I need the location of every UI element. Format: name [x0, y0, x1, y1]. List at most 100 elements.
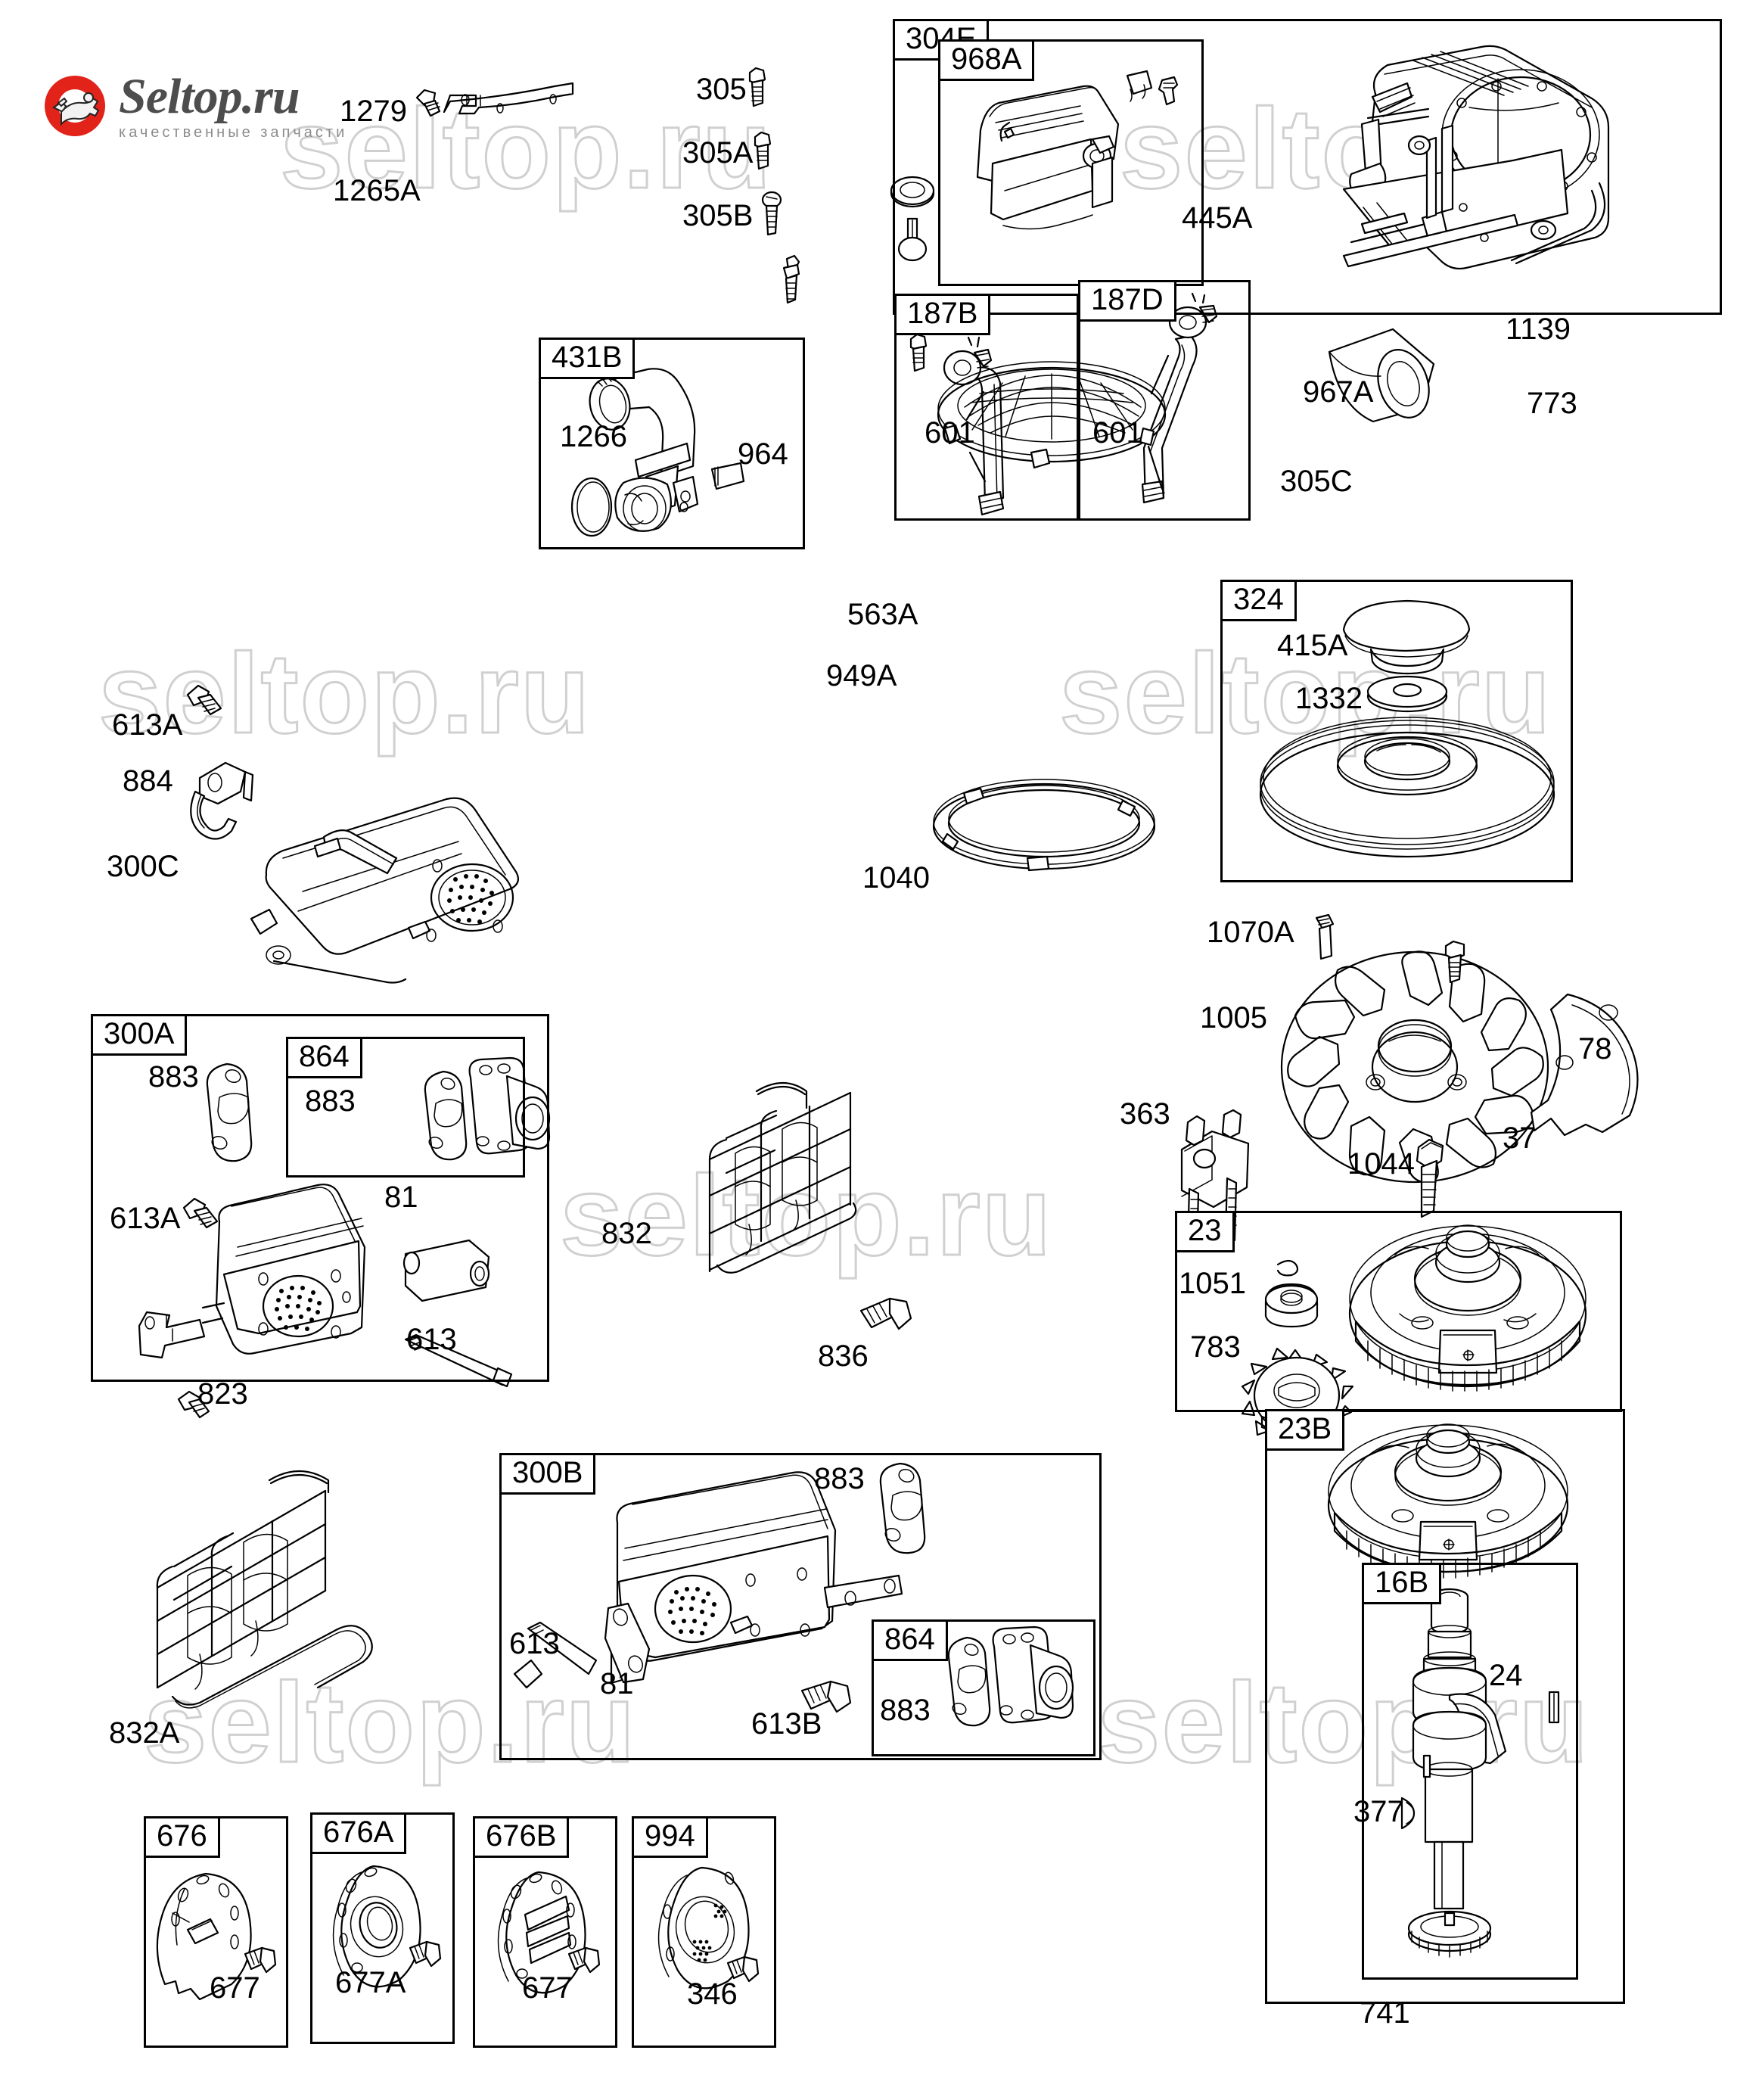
group-tag-676b: 676B: [473, 1816, 570, 1858]
cover-676b-art: [492, 1868, 598, 2004]
callout-305b: 305B: [682, 199, 754, 232]
callout-601-b: 601: [925, 416, 975, 450]
callout-613-2: 613: [509, 1627, 560, 1660]
washer-1332-art: [1366, 675, 1449, 714]
callout-300c: 300C: [107, 850, 179, 883]
group-tag-864-a: 864: [286, 1037, 362, 1078]
group-tag-23: 23: [1175, 1211, 1235, 1252]
callout-78: 78: [1578, 1032, 1612, 1066]
callout-1279: 1279: [340, 95, 407, 128]
group-tag-187b: 187B: [894, 294, 991, 335]
ring-1040-art: [931, 779, 1158, 878]
group-box-300b: 300B: [499, 1453, 1102, 1760]
cover-676-art: [156, 1869, 266, 2005]
pulley-324-art: [1256, 711, 1559, 863]
callout-601-d: 601: [1092, 416, 1143, 450]
plug-773-art: [891, 216, 935, 262]
callout-24: 24: [1489, 1659, 1523, 1692]
group-box-187b: 187B: [894, 294, 1079, 521]
group-box-23: 23: [1175, 1211, 1622, 1412]
screw-677-art: [242, 1943, 287, 1977]
adapter-864-b-art: [984, 1626, 1082, 1739]
callout-883-2: 883: [305, 1084, 356, 1118]
flywheel-23-art: [1347, 1224, 1589, 1400]
callout-783: 783: [1190, 1330, 1241, 1364]
gasket-883-b-art: [409, 1069, 484, 1162]
callout-363: 363: [1120, 1097, 1170, 1131]
crankshaft-16b-art: [1407, 1582, 1543, 1968]
stud-613-b-art: [508, 1619, 607, 1689]
callout-1044: 1044: [1347, 1147, 1415, 1181]
callout-823: 823: [197, 1377, 248, 1411]
bolt-78-art: [1441, 938, 1472, 991]
callout-967a: 967A: [1303, 375, 1374, 409]
callout-949a: 949A: [826, 659, 897, 692]
callout-773: 773: [1527, 387, 1577, 420]
callout-305a: 305A: [682, 136, 754, 170]
shield-37-art: [1498, 991, 1642, 1143]
callout-305: 305: [696, 73, 747, 106]
callout-81-2: 81: [600, 1667, 634, 1700]
bolt-1044-art: [1411, 1135, 1449, 1218]
screw-1279-art: [412, 87, 446, 122]
screw-613a-mid-art: [178, 1196, 234, 1234]
gasket-883-c-art: [864, 1459, 947, 1557]
spacer-81-b-art: [592, 1601, 667, 1684]
gasket-883-a-art: [189, 1059, 272, 1165]
callout-1139: 1139: [1506, 313, 1571, 346]
group-tag-431b: 431B: [539, 338, 636, 379]
pulley-cap-415a-art: [1338, 595, 1474, 678]
group-tag-676a: 676A: [310, 1812, 407, 1854]
callout-377: 377: [1353, 1795, 1404, 1828]
group-box-864-b: 864: [872, 1619, 1095, 1756]
screw-613a-top-art: [182, 683, 238, 722]
callout-1266: 1266: [560, 420, 627, 453]
callout-613-1: 613: [406, 1323, 457, 1356]
callout-1040: 1040: [862, 861, 930, 894]
air-filter-967a-art: [1320, 313, 1441, 423]
callout-1265a: 1265A: [333, 174, 421, 207]
callout-613b: 613B: [751, 1707, 822, 1741]
key-24-art: [1545, 1689, 1565, 1727]
screw-677a-art: [407, 1937, 452, 1971]
callout-1005: 1005: [1200, 1001, 1267, 1034]
logo-name: Seltop.ru: [119, 69, 300, 124]
screw-305c-art: [778, 254, 806, 307]
group-tag-676: 676: [144, 1816, 220, 1858]
callout-677-1: 677: [210, 1971, 260, 2005]
callout-346: 346: [687, 1977, 738, 2011]
adapter-864-a-art: [460, 1056, 558, 1170]
callout-1051: 1051: [1179, 1267, 1246, 1300]
gasket-883-d-art: [932, 1635, 1008, 1728]
callout-677-2: 677: [522, 1971, 573, 2005]
flywheel-23b-art: [1324, 1423, 1574, 1579]
group-box-676b: 676B: [473, 1816, 617, 2048]
screw-305b-art: [759, 191, 788, 245]
logo-tagline: качественные запчасти: [119, 124, 348, 141]
blower-housing-445a-art: [1279, 39, 1672, 289]
screw-1070a-art: [1310, 912, 1341, 965]
screw-613b-art: [797, 1678, 858, 1716]
muffler-300c-art: [219, 779, 552, 984]
callout-884: 884: [123, 764, 173, 798]
group-box-676a: 676A: [310, 1812, 455, 2044]
group-tag-300a: 300A: [91, 1014, 188, 1056]
key-377-art: [1396, 1795, 1420, 1831]
callout-445a: 445A: [1182, 201, 1253, 235]
group-box-324: 324: [1220, 580, 1573, 882]
callout-613a-2: 613A: [110, 1202, 181, 1235]
group-box-968a: 968A: [938, 39, 1204, 286]
group-box-676: 676: [144, 1816, 288, 2048]
group-box-16b: 16B: [1362, 1563, 1578, 1980]
group-box-864-a: 864: [286, 1037, 525, 1178]
screw-305a-art: [751, 131, 778, 178]
group-tag-187d: 187D: [1078, 280, 1176, 322]
group-box-187d: 187D: [1078, 280, 1251, 521]
group-tag-16b: 16B: [1362, 1563, 1442, 1604]
screw-305-art: [745, 67, 772, 114]
rotating-screen-949a-art: [934, 361, 1169, 469]
callout-415a: 415A: [1277, 629, 1348, 662]
muffler-guard-832-art: [666, 1075, 885, 1294]
callout-81-1: 81: [384, 1181, 418, 1214]
